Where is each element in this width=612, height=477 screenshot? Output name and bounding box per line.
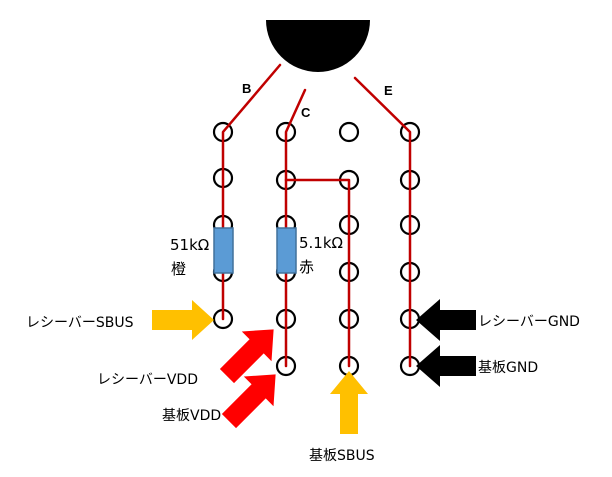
- collector-jumper: [284, 178, 351, 368]
- board-vdd-arrow-shape: [221, 374, 276, 429]
- label-board-gnd: 基板GND: [478, 359, 538, 376]
- label-board-vdd: 基板VDD: [162, 407, 221, 424]
- label-receiver-gnd: レシーバーGND: [478, 314, 580, 330]
- receiver-vdd-arrow-shape: [219, 329, 274, 384]
- collector-lead: [284, 88, 307, 368]
- resistor-5k1-color: 赤: [299, 258, 314, 276]
- base-lead: [221, 63, 282, 321]
- pin-label-base: B: [242, 81, 251, 96]
- resistor-5k1-icon: [276, 227, 297, 274]
- label-receiver-vdd: レシーバーVDD: [97, 372, 198, 388]
- resistor-51k-color: 橙: [171, 260, 186, 278]
- transistor-body-icon: [266, 20, 370, 72]
- pin-label-emitter: E: [384, 83, 393, 98]
- label-receiver-sbus: レシーバーSBUS: [26, 315, 134, 331]
- receiver-gnd-arrow-icon: [416, 299, 476, 341]
- pin-label-collector: C: [301, 105, 311, 120]
- board-vdd-arrow-group: [221, 374, 276, 429]
- resistor-51k-value: 51kΩ: [170, 236, 209, 254]
- board-gnd-arrow-icon: [416, 345, 476, 387]
- board-sbus-arrow-icon: [330, 371, 368, 434]
- resistor-5k1-value: 5.1kΩ: [299, 234, 343, 252]
- wires: [221, 63, 412, 368]
- receiver-sbus-arrow-icon: [152, 300, 214, 340]
- emitter-lead: [353, 76, 412, 368]
- breadboard-hole: [338, 121, 360, 143]
- label-board-sbus: 基板SBUS: [309, 447, 375, 464]
- resistor-51k-icon: [213, 227, 234, 274]
- receiver-vdd-arrow-group: [219, 329, 274, 384]
